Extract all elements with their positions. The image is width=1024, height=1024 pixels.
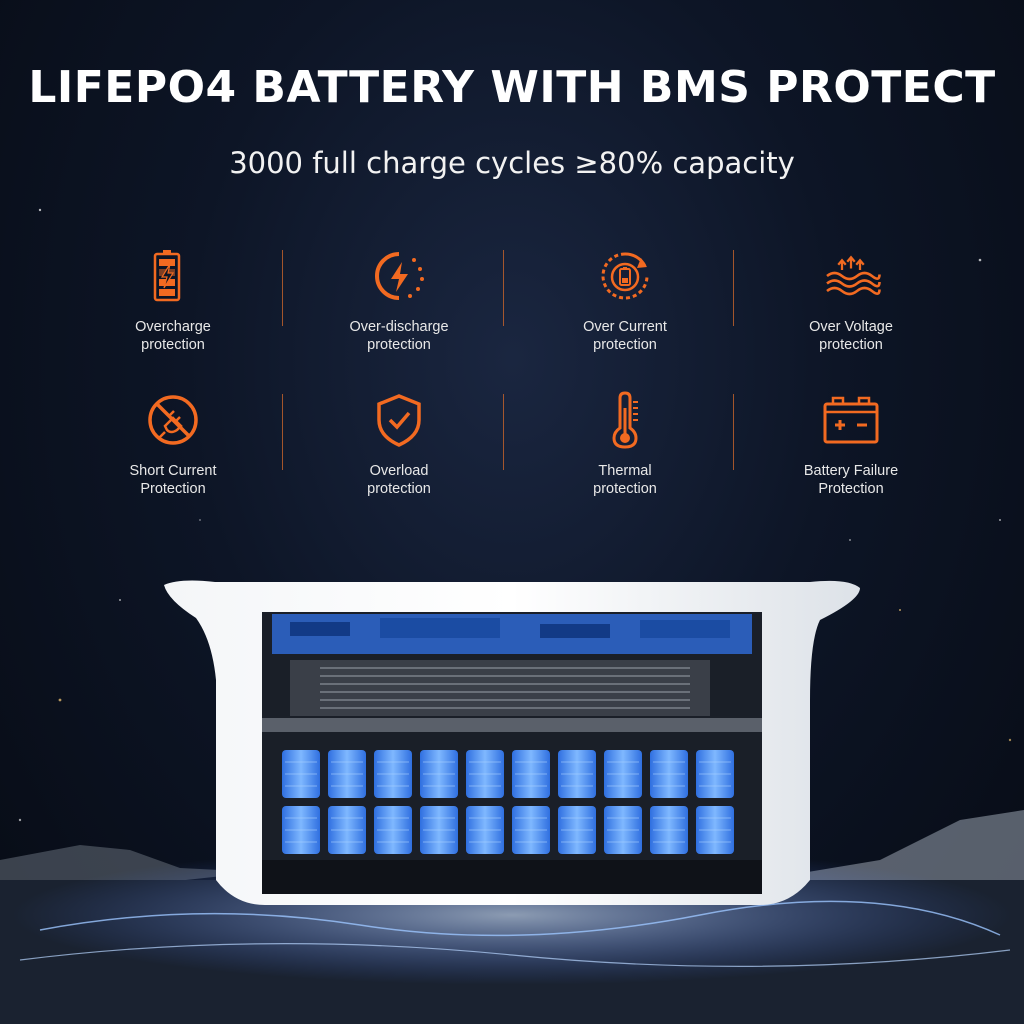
battery-charge-icon bbox=[153, 250, 181, 302]
divider bbox=[733, 250, 734, 326]
feature-label: Thermal protection bbox=[593, 463, 657, 497]
power-station-cutaway-image bbox=[0, 580, 1024, 1024]
current-cycle-icon bbox=[601, 252, 649, 300]
voltage-wave-icon bbox=[826, 255, 881, 296]
divider bbox=[733, 394, 734, 470]
feature-battery-failure: Battery Failure Protection bbox=[738, 384, 964, 528]
car-battery-icon bbox=[823, 396, 879, 444]
divider bbox=[282, 394, 283, 470]
feature-label: Overcharge protection bbox=[135, 319, 211, 353]
feature-over-current: Over Current protection bbox=[512, 240, 738, 384]
feature-thermal: Thermal protection bbox=[512, 384, 738, 528]
thermometer-icon bbox=[612, 391, 638, 449]
features-row-1: Overcharge protection Over-discharge pro… bbox=[60, 240, 964, 384]
divider bbox=[503, 394, 504, 470]
divider bbox=[282, 250, 283, 326]
divider bbox=[503, 250, 504, 326]
feature-over-voltage: Over Voltage protection bbox=[738, 240, 964, 384]
feature-label: Over-discharge protection bbox=[349, 319, 449, 353]
feature-label: Overload protection bbox=[367, 463, 431, 497]
feature-overcharge: Overcharge protection bbox=[60, 240, 286, 384]
feature-label: Battery Failure Protection bbox=[803, 463, 899, 497]
feature-label: Short Current Protection bbox=[129, 463, 217, 497]
short-circuit-plug-icon bbox=[148, 395, 198, 445]
feature-short-current: Short Current Protection bbox=[60, 384, 286, 528]
feature-label: Over Current protection bbox=[583, 319, 667, 353]
page-subtitle: 3000 full charge cycles ≥80% capacity bbox=[229, 146, 795, 180]
feature-overload: Overload protection bbox=[286, 384, 512, 528]
feature-label: Over Voltage protection bbox=[809, 319, 893, 353]
discharge-bolt-icon bbox=[375, 252, 424, 300]
shield-check-icon bbox=[377, 394, 421, 447]
page-title: LIFEPO4 BATTERY WITH BMS PROTECT bbox=[28, 62, 996, 113]
protection-features-grid: Overcharge protection Over-discharge pro… bbox=[60, 240, 964, 528]
feature-over-discharge: Over-discharge protection bbox=[286, 240, 512, 384]
features-row-2: Short Current Protection Overload protec… bbox=[60, 384, 964, 528]
